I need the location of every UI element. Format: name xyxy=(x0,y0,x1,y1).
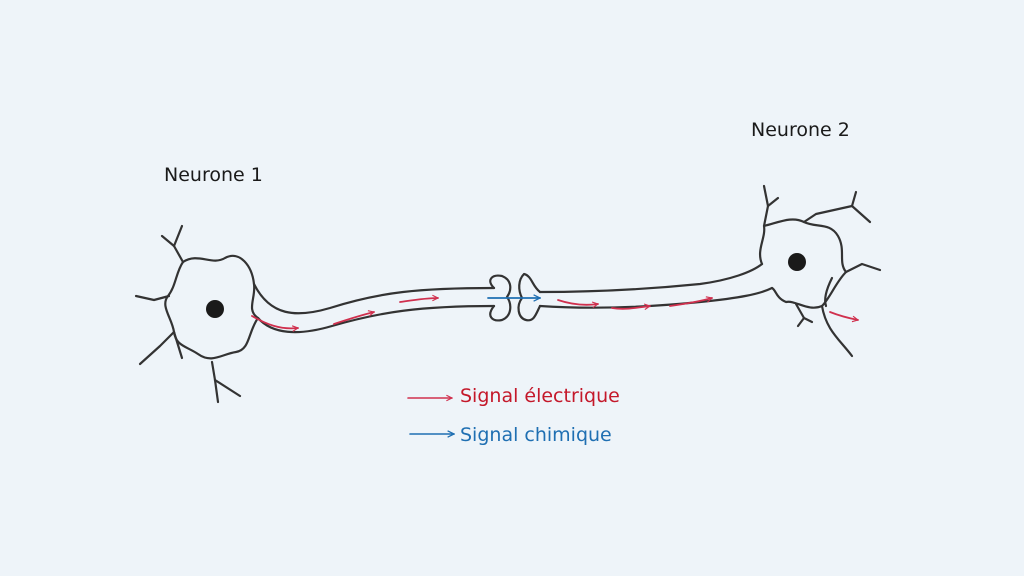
neuron-1-soma xyxy=(164,254,260,360)
neuron-1-dendrite xyxy=(160,234,185,264)
electric-arrow xyxy=(557,299,598,305)
electric-arrow xyxy=(251,315,298,328)
axon-1-terminal xyxy=(489,274,512,322)
neuron-1-dendrite xyxy=(213,378,242,398)
legend-arrows xyxy=(407,398,455,434)
neuron-2-label: Neurone 2 xyxy=(751,119,850,141)
neuron-1 xyxy=(134,224,260,404)
neuron-1-nucleus xyxy=(206,300,224,318)
electric-arrow xyxy=(829,311,858,320)
electric-arrow xyxy=(611,306,650,309)
electric-signal-arrows xyxy=(251,298,858,328)
neuron-1-label: Neurone 1 xyxy=(164,164,263,186)
neuron-2-soma xyxy=(758,218,848,309)
neuron-2-dendrite xyxy=(850,190,858,208)
neuron-2-dendrite xyxy=(850,204,872,224)
electric-arrow xyxy=(399,298,439,303)
electric-arrow xyxy=(333,312,374,325)
neuron-2-dendrite xyxy=(844,262,882,274)
neuron-1-dendrite xyxy=(134,294,171,302)
neuron-1-dendrite xyxy=(138,330,176,366)
neuron-2-dendrite xyxy=(824,276,834,308)
legend-chemical-label: Signal chimique xyxy=(460,424,612,446)
axon-1 xyxy=(252,274,512,334)
neuron-2-nucleus xyxy=(788,253,806,271)
neuron-2-dendrite xyxy=(820,304,854,358)
electric-arrow xyxy=(669,298,712,307)
neuron-2 xyxy=(517,184,882,358)
neuron-2-dendrite xyxy=(802,204,854,224)
legend-electric-label: Signal électrique xyxy=(460,385,620,407)
neuron-1-dendrite xyxy=(172,330,184,360)
neuron-2-dendrite xyxy=(766,196,780,208)
neuron-2-dendrite xyxy=(796,316,806,328)
neuron-1-dendrite xyxy=(172,224,184,248)
